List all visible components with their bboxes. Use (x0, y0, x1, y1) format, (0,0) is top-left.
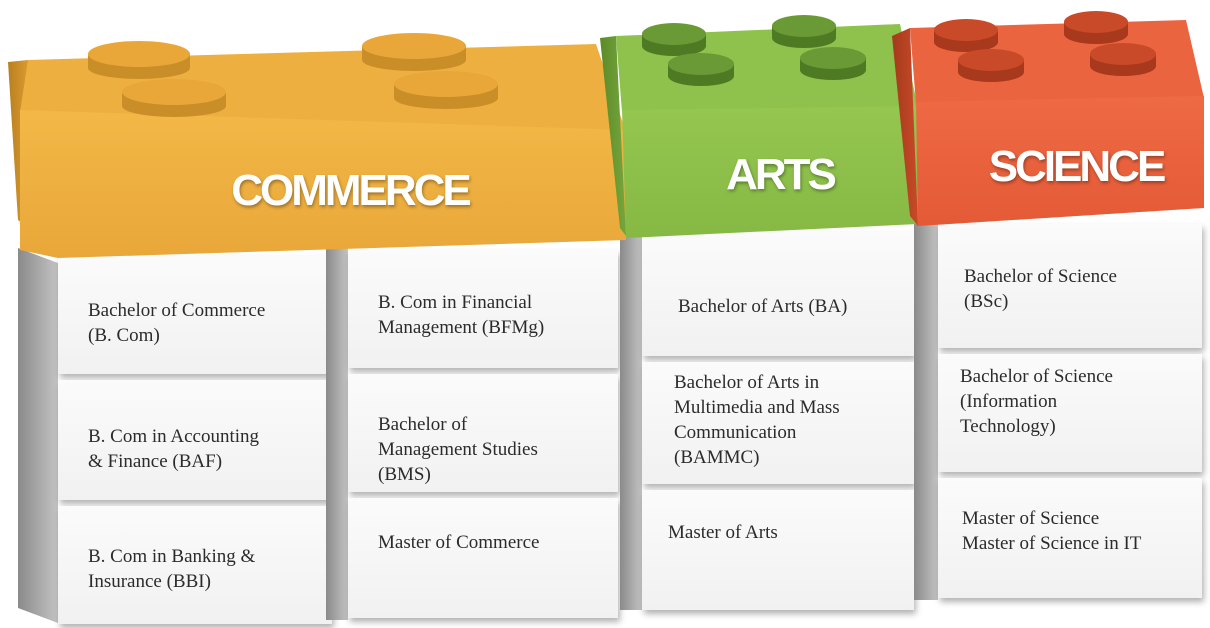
science-title: SCIENCE (988, 142, 1167, 191)
course-block-arts-3: Master of Arts (642, 490, 914, 610)
course-label: B. Com in Financial Management (BFMg) (378, 292, 545, 338)
stud (1064, 11, 1128, 44)
stud (642, 23, 706, 56)
course-block-commerce-5: Bachelor of Management Studies (BMS) (348, 374, 618, 492)
course-label: B. Com in Banking & Insurance (BBI) (88, 546, 256, 592)
arts-brick (600, 15, 918, 238)
stud (934, 19, 998, 52)
course-label: Master of Science Master of Science in I… (962, 508, 1142, 554)
block-side (620, 228, 642, 610)
course-block-commerce-3: B. Com in Banking & Insurance (BBI) (58, 506, 332, 624)
course-label: B. Com in Accounting & Finance (BAF) (88, 426, 259, 472)
course-block-commerce-1: Bachelor of Commerce (B. Com) (58, 256, 332, 374)
course-label: Bachelor of Science (Information Technol… (960, 366, 1113, 437)
block-side (914, 222, 938, 600)
course-block-commerce-2: B. Com in Accounting & Finance (BAF) (58, 380, 332, 500)
stud (958, 49, 1024, 82)
course-label: Bachelor of Arts in Multimedia and Mass … (674, 372, 840, 468)
block-side (326, 244, 348, 620)
course-label: Bachelor of Management Studies (BMS) (378, 414, 538, 485)
brick-front (20, 110, 626, 258)
course-block-science-2: Bachelor of Science (Information Technol… (938, 354, 1202, 472)
stud (362, 33, 466, 71)
brick-front (916, 96, 1204, 226)
course-block-commerce-4: B. Com in Financial Management (BFMg) (348, 250, 618, 368)
course-label: Bachelor of Science (BSc) (964, 266, 1117, 312)
course-label: Bachelor of Commerce (B. Com) (88, 300, 266, 346)
course-label: Master of Commerce (378, 532, 540, 553)
stud (88, 41, 190, 79)
stud (122, 79, 226, 117)
course-block-arts-2: Bachelor of Arts in Multimedia and Mass … (642, 362, 914, 484)
stud (668, 53, 734, 86)
course-label: Master of Arts (668, 522, 778, 543)
science-brick (892, 11, 1204, 226)
commerce-brick (8, 33, 626, 258)
brick-side (892, 28, 918, 226)
stud (394, 71, 498, 109)
stud (1090, 43, 1156, 76)
block-side (18, 248, 58, 623)
course-block-arts-1: Bachelor of Arts (BA) (642, 232, 914, 356)
course-block-commerce-6: Master of Commerce (348, 498, 618, 618)
course-label: Bachelor of Arts (BA) (678, 296, 848, 317)
commerce-title: COMMERCE (231, 166, 472, 215)
stud (800, 47, 866, 80)
course-block-science-3: Master of Science Master of Science in I… (938, 478, 1202, 598)
stud (772, 15, 836, 48)
brick-side (600, 36, 626, 236)
arts-title: ARTS (726, 150, 837, 199)
brick-front (622, 106, 918, 238)
course-block-science-1: Bachelor of Science (BSc) (938, 224, 1202, 348)
